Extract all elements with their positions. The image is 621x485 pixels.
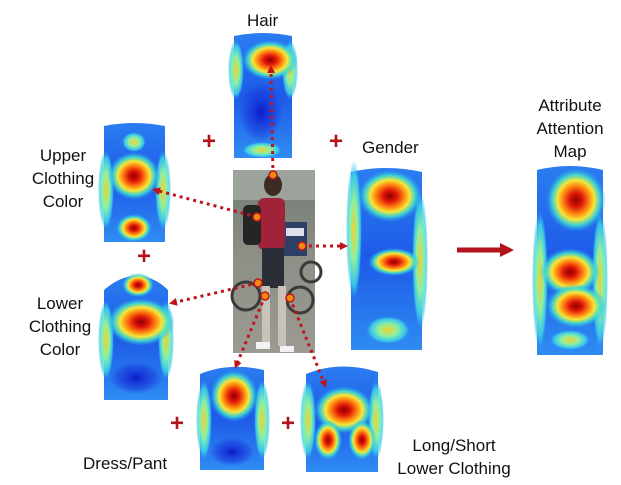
attention-arrows xyxy=(152,65,348,388)
dress-pant-label: Dress/Pant xyxy=(83,454,168,473)
arrow-to-long-short xyxy=(288,297,327,388)
arrow-to-lower-clothing xyxy=(169,281,259,306)
long-short-lower-clothing-label: Long/Short Lower Clothing xyxy=(397,436,511,478)
arrow-to-dress-pant xyxy=(234,295,267,369)
hair-attention-map xyxy=(228,33,298,158)
pedestrian-photo xyxy=(230,170,323,353)
gender-label: Gender xyxy=(362,138,419,157)
keypoint-chest xyxy=(252,212,262,222)
long-short-lower-clothing-attention-map xyxy=(300,366,384,472)
dress-pant-attention-map xyxy=(196,366,270,470)
gender-attention-map xyxy=(346,160,428,350)
keypoint-hip xyxy=(260,291,270,301)
plus-operator: + xyxy=(202,128,217,155)
plus-operator: + xyxy=(281,410,296,437)
lower-clothing-color-label: Lower Clothing Color xyxy=(28,294,92,359)
keypoint-head xyxy=(268,170,278,180)
upper-clothing-color-label: Upper Clothing Color xyxy=(31,146,95,211)
keypoint-shoulder xyxy=(297,241,307,251)
lower-clothing-color-attention-map xyxy=(98,273,175,400)
keypoint-markers xyxy=(252,170,307,303)
attribute-attention-map xyxy=(532,166,608,355)
upper-clothing-color-attention-map xyxy=(98,123,171,242)
plus-operator: + xyxy=(329,128,344,155)
plus-operator: + xyxy=(137,243,152,270)
plus-operator: + xyxy=(170,410,185,437)
attribute-attention-map-label: Attribute Attention Map xyxy=(536,96,604,161)
hair-label: Hair xyxy=(247,11,279,30)
keypoint-waist xyxy=(253,278,263,288)
keypoint-leg xyxy=(285,293,295,303)
